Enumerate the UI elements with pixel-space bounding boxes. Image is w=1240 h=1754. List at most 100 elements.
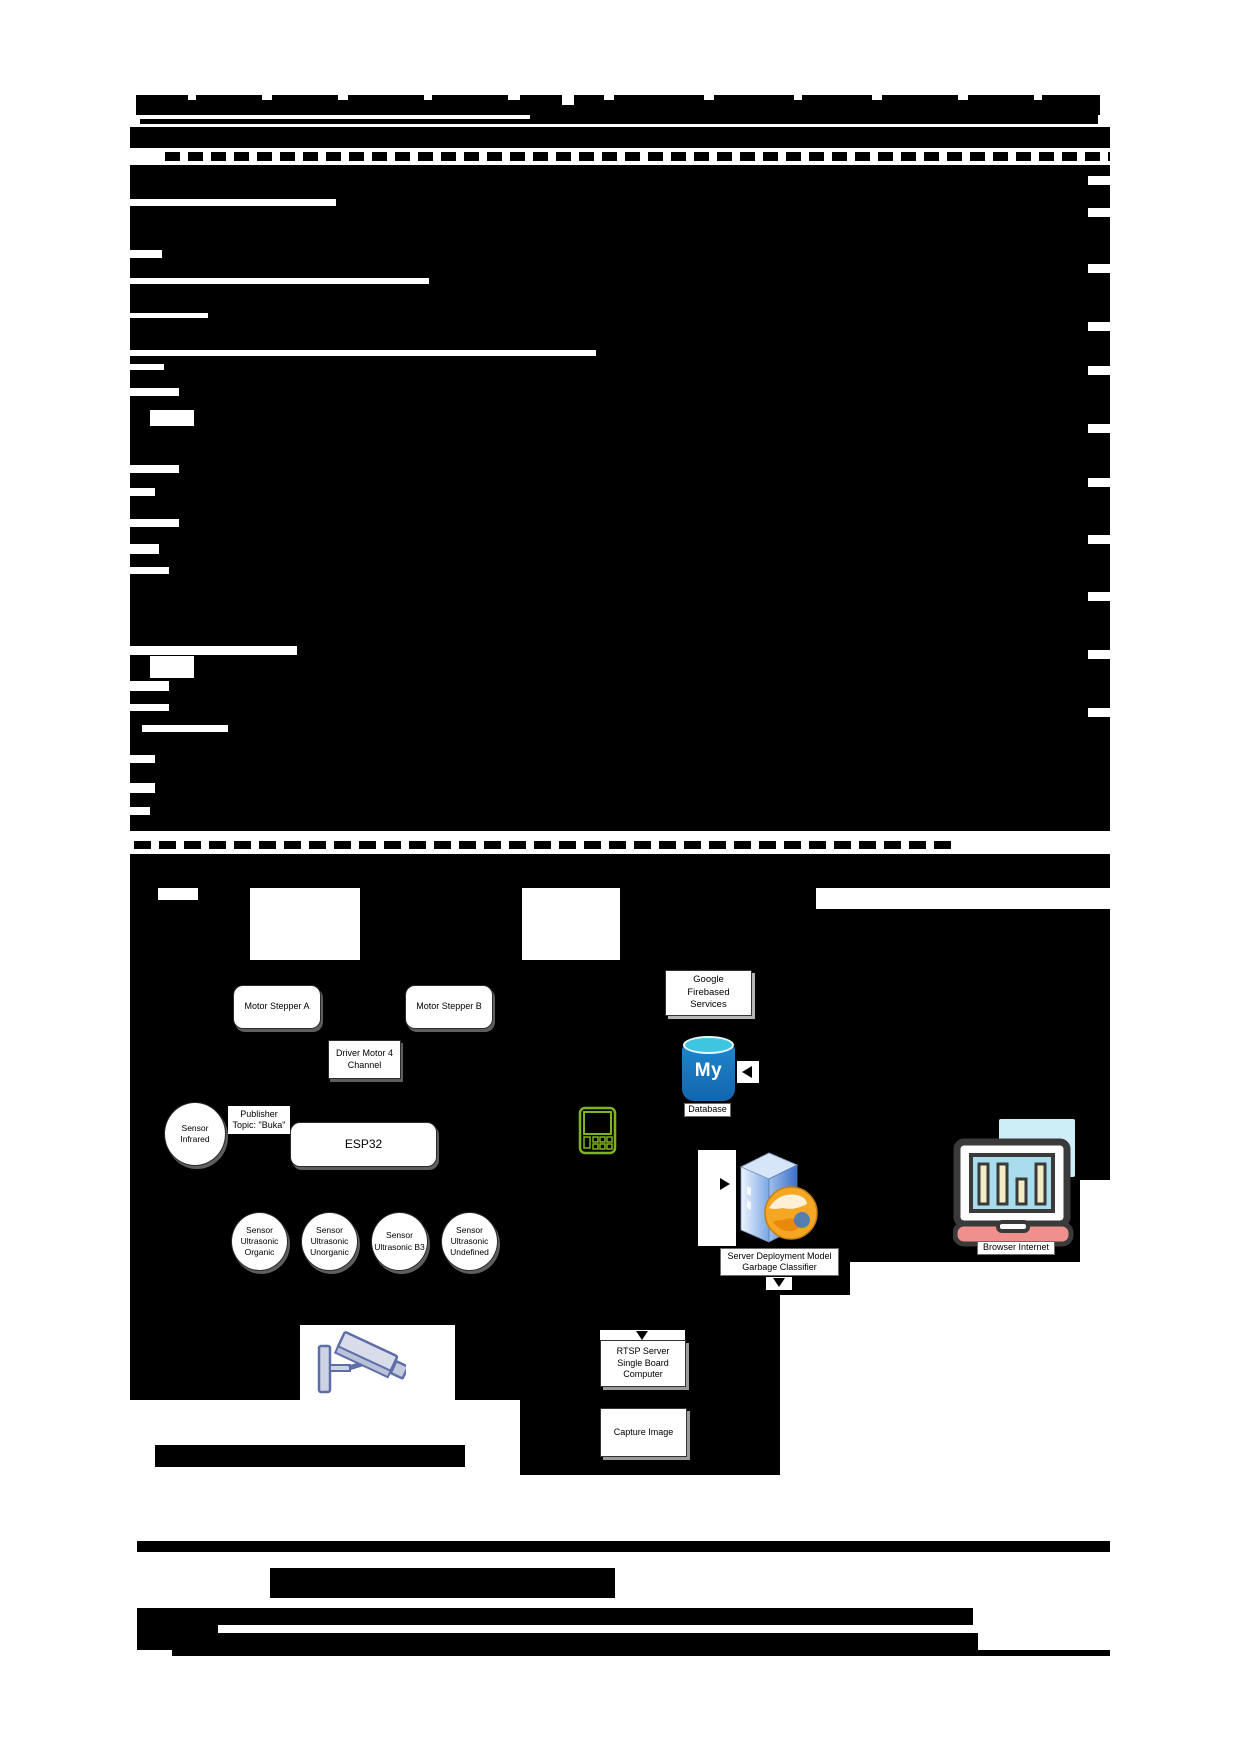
arrow-right-icon	[720, 1178, 730, 1190]
redaction-gap	[130, 250, 162, 258]
mysql-logo-text: My	[694, 1060, 723, 1081]
redaction-gap	[1088, 535, 1110, 544]
redaction-gap	[508, 95, 520, 100]
redacted-text-block	[137, 1608, 973, 1625]
node-label: Sensor Ultrasonic Organic	[240, 1224, 279, 1258]
server-globe-icon	[735, 1150, 819, 1247]
redaction-gap	[188, 95, 196, 100]
label-browser-internet: Browser Internet	[977, 1241, 1055, 1255]
redaction-gap	[1088, 208, 1110, 217]
redaction-gap	[130, 364, 164, 370]
node-label: Capture Image	[613, 1426, 674, 1437]
node-sensor-infrared: Sensor Infrared	[164, 1102, 226, 1166]
node-label: Sensor Ultrasonic Unorganic	[310, 1224, 349, 1258]
node-sensor-ultrasonic-organic: Sensor Ultrasonic Organic	[231, 1212, 288, 1271]
redaction-gap	[872, 95, 882, 100]
redacted-figure-block	[130, 1325, 300, 1400]
redaction-gap	[130, 681, 169, 691]
redacted-figure-caption	[270, 1568, 615, 1598]
redacted-band	[130, 127, 1110, 148]
redacted-figure-block	[1073, 1150, 1110, 1180]
redaction-gap	[130, 704, 169, 711]
node-label: Google Firebased Services	[687, 974, 730, 1011]
redaction-gap	[1088, 708, 1110, 717]
node-label: ESP32	[344, 1136, 383, 1151]
node-sensor-ultrasonic-unorganic: Sensor Ultrasonic Unorganic	[301, 1212, 358, 1271]
node-sensor-ultrasonic-b3: Sensor Ultrasonic B3	[371, 1212, 428, 1271]
redaction-gap	[424, 95, 432, 100]
redaction-gap	[794, 95, 802, 100]
node-google-firebased-services: Google Firebased Services	[665, 970, 752, 1016]
node-label: Sensor Infrared	[180, 1122, 210, 1144]
node-motor-stepper-b: Motor Stepper B	[405, 985, 493, 1029]
node-label: Sensor Ultrasonic Undefined	[450, 1224, 489, 1258]
redacted-rule	[137, 1541, 1110, 1552]
node-rtsp-server: RTSP Server Single Board Computer	[600, 1340, 686, 1387]
redaction-gap	[1088, 176, 1110, 185]
node-motor-stepper-a: Motor Stepper A	[233, 985, 321, 1029]
label-text: Server Deployment Model Garbage Classifi…	[727, 1250, 832, 1272]
redaction-gap	[158, 888, 198, 900]
redacted-title-line	[136, 95, 1100, 115]
redaction-gap	[130, 350, 596, 356]
label-text: Publisher Topic: "Buka"	[232, 1108, 286, 1130]
node-label: Driver Motor 4 Channel	[335, 1047, 393, 1070]
node-esp32: ESP32	[290, 1122, 437, 1167]
redacted-figure-block	[455, 1325, 520, 1400]
redacted-title-line	[530, 113, 1098, 124]
node-label: RTSP Server Single Board Computer	[616, 1345, 670, 1380]
redaction-gap	[130, 544, 159, 554]
redacted-rule	[140, 119, 530, 124]
redaction-gap	[1088, 424, 1110, 433]
redacted-text-block	[172, 1650, 1110, 1656]
redaction-gap	[130, 755, 155, 763]
redaction-gap	[704, 95, 714, 100]
mysql-database-icon: My	[682, 1036, 735, 1102]
redaction-gap	[250, 945, 360, 960]
redaction-gap	[1088, 478, 1110, 487]
redaction-gap	[130, 388, 179, 396]
redaction-gap	[958, 95, 968, 100]
redaction-gap	[1034, 95, 1042, 100]
mysql-cylinder-body	[682, 1045, 735, 1101]
redacted-author-row	[165, 152, 1110, 161]
label-text: Database	[688, 1104, 727, 1115]
node-label: Motor Stepper A	[244, 1001, 310, 1012]
node-label: Sensor Ultrasonic B3	[374, 1230, 425, 1252]
redaction-gap	[338, 95, 348, 100]
redaction-gap	[604, 95, 614, 100]
redacted-band	[130, 854, 1110, 888]
redaction-gap	[130, 783, 155, 793]
redaction-gap	[130, 807, 150, 815]
redaction-gap	[1088, 650, 1110, 659]
redaction-gap	[1088, 366, 1110, 375]
arrow-down-icon	[636, 1331, 648, 1340]
redaction-gap	[130, 199, 336, 206]
redacted-text-block	[137, 1633, 978, 1650]
redaction-gap	[130, 488, 155, 496]
node-label: Motor Stepper B	[416, 1001, 482, 1012]
smartphone-icon	[577, 1106, 621, 1156]
redacted-figure-block	[620, 888, 816, 909]
redaction-gap	[130, 278, 429, 284]
redaction-gap	[1088, 264, 1110, 273]
label-publisher-topic: Publisher Topic: "Buka"	[228, 1106, 290, 1134]
arrow-left-icon	[742, 1066, 752, 1078]
redacted-figure-block	[155, 1445, 465, 1467]
redacted-text-block	[137, 1625, 218, 1633]
node-driver-motor: Driver Motor 4 Channel	[328, 1040, 401, 1079]
redaction-gap	[150, 656, 194, 678]
redaction-gap	[150, 410, 194, 426]
redacted-text-block	[130, 165, 1110, 745]
redaction-gap	[262, 95, 272, 100]
redaction-gap	[142, 725, 228, 732]
node-capture-image: Capture Image	[600, 1408, 687, 1457]
arrow-down-icon	[773, 1278, 785, 1287]
redaction-gap	[522, 945, 620, 960]
redaction-gap	[698, 1150, 736, 1246]
redaction-gap	[562, 95, 574, 105]
redacted-dashed-row	[134, 841, 958, 849]
redaction-gap	[130, 519, 179, 527]
mysql-cylinder-top	[683, 1036, 734, 1054]
